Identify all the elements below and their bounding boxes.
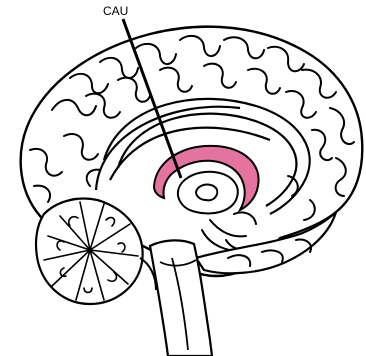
- structure-label: CAU: [103, 4, 128, 18]
- thalamus: [178, 172, 238, 214]
